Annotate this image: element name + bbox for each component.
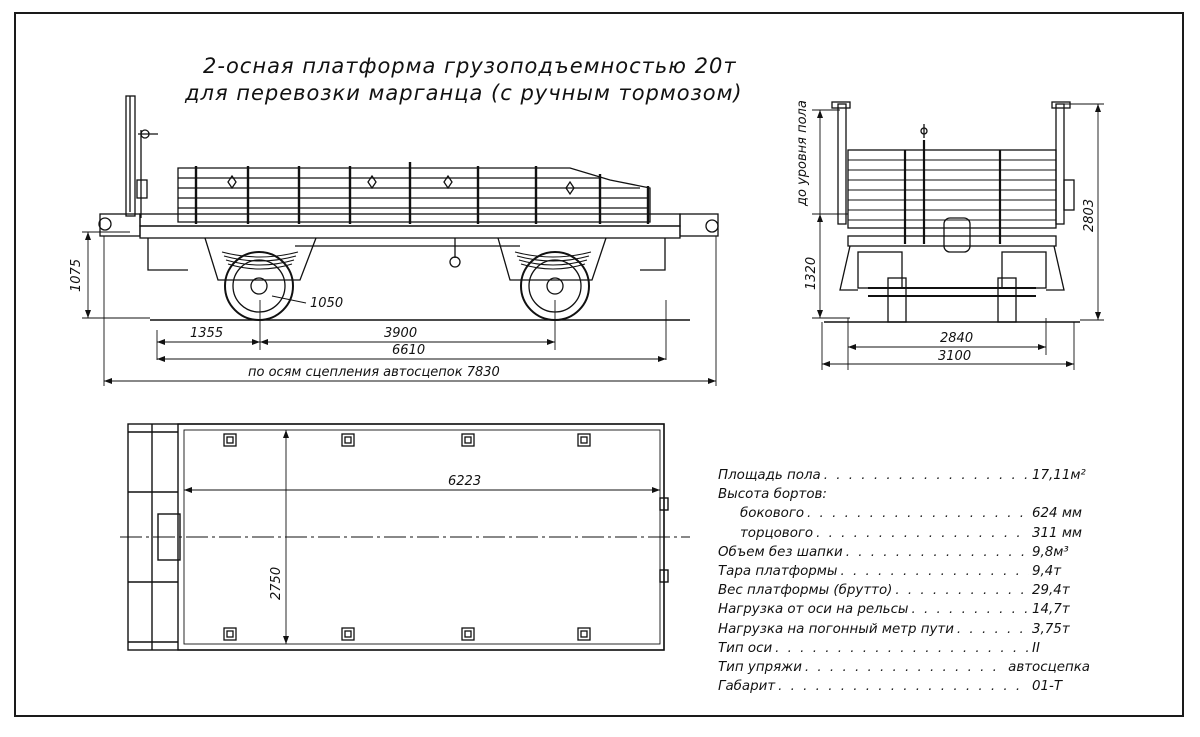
spec-leader-dots [846, 543, 1029, 562]
dim-1050: 1050 [310, 296, 343, 311]
spec-row: Площадь пола 17,11м² [718, 466, 1090, 485]
spec-leader-dots [824, 466, 1029, 485]
spec-value: 9,8м³ [1032, 544, 1069, 560]
spec-label: Нагрузка от оси на рельсы [718, 602, 909, 618]
dim-2840: 2840 [940, 331, 973, 346]
spec-value: автосцепка [1008, 659, 1090, 675]
dim-3100: 3100 [938, 349, 971, 364]
spec-leader-dots [912, 600, 1029, 619]
title-line-2: для перевозки марганца (с ручным тормозо… [185, 81, 743, 105]
spec-row: Тара платформы 9,4т [718, 562, 1090, 581]
spec-value: 624 мм [1032, 506, 1083, 522]
dim-2803: 2803 [1082, 199, 1097, 232]
spec-label: бокового [740, 506, 805, 522]
spec-row: Нагрузка от оси на рельсы 14,7т [718, 600, 1090, 619]
spec-leader-dots [816, 524, 1029, 543]
spec-row: Вес платформы (брутто) 29,4т [718, 581, 1090, 600]
spec-row: Объем без шапки 9,8м³ [718, 543, 1090, 562]
spec-label: Вес платформы (брутто) [718, 583, 893, 599]
spec-label: торцового [740, 525, 814, 541]
dim-coupling-7830: по осям сцепления автосцепок 7830 [248, 365, 500, 380]
dim-1075: 1075 [69, 259, 84, 292]
spec-value: 29,4т [1032, 583, 1070, 599]
spec-row: Нагрузка на погонный метр пути 3,75т [718, 620, 1090, 639]
spec-row: бокового 624 мм [718, 504, 1090, 523]
dim-1320: 1320 [804, 257, 819, 290]
spec-row: Габарит 01-Т [718, 677, 1090, 696]
spec-leader-dots [840, 562, 1029, 581]
drawing-frame [14, 12, 1184, 717]
spec-leader-dots [957, 620, 1029, 639]
spec-value: 01-Т [1032, 679, 1063, 695]
spec-value: 311 мм [1032, 525, 1083, 541]
spec-value: 17,11м² [1032, 468, 1086, 483]
spec-label: Габарит [718, 679, 776, 695]
plan-width: 2750 [269, 567, 284, 600]
spec-label: Высота бортов: [718, 487, 827, 503]
spec-leader-dots [805, 658, 1005, 677]
dim-1355: 1355 [190, 326, 223, 341]
dim-3900: 3900 [384, 326, 417, 341]
spec-leader-dots [775, 639, 1029, 658]
floor-level-label: до уровня пола [795, 100, 810, 207]
spec-label: Тара платформы [718, 563, 838, 579]
spec-label: Тип оси [718, 640, 773, 656]
spec-row: Высота бортов: [718, 485, 1090, 504]
dim-6610: 6610 [392, 343, 425, 358]
spec-row: Тип упряжи автосцепка [718, 658, 1090, 677]
spec-label: Тип упряжи [718, 659, 802, 675]
plan-length: 6223 [448, 474, 481, 489]
spec-label: Нагрузка на погонный метр пути [718, 621, 954, 637]
spec-value: 9,4т [1032, 563, 1062, 579]
spec-value: II [1032, 640, 1040, 656]
spec-value: 3,75т [1032, 621, 1070, 637]
spec-row: торцового 311 мм [718, 524, 1090, 543]
spec-label: Объем без шапки [718, 544, 843, 560]
spec-leader-dots [807, 504, 1029, 523]
title-line-1: 2-осная платформа грузоподъемностью 20т [203, 54, 737, 78]
spec-leader-dots [895, 581, 1029, 600]
spec-value: 14,7т [1032, 602, 1070, 618]
spec-row: Тип оси II [718, 639, 1090, 658]
spec-leader-dots [778, 677, 1029, 696]
spec-label: Площадь пола [718, 468, 821, 483]
